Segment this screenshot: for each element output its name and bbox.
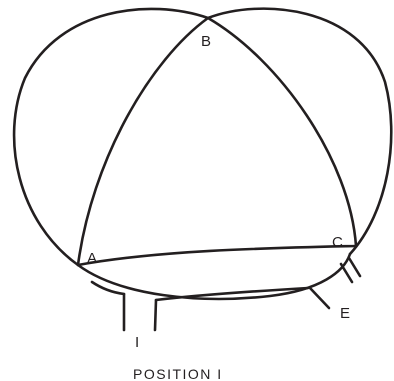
left-lobe-curve [14,9,208,265]
right-lobe-curve [208,9,391,254]
label-e: E [340,305,350,322]
edge-b-c [208,18,356,246]
inner-triangle [78,18,356,265]
lower-structure [92,258,360,330]
leader-e [310,288,329,308]
label-i: I [135,334,139,351]
caption: POSITION I [133,366,223,381]
stem-right [155,300,156,330]
label-b: B [201,33,211,50]
label-c: C [332,234,343,251]
edge-a-c [78,246,356,265]
outer-outline [14,9,391,299]
label-a: A [87,250,97,267]
right-stub [341,258,360,282]
edge-b-a [78,18,208,265]
